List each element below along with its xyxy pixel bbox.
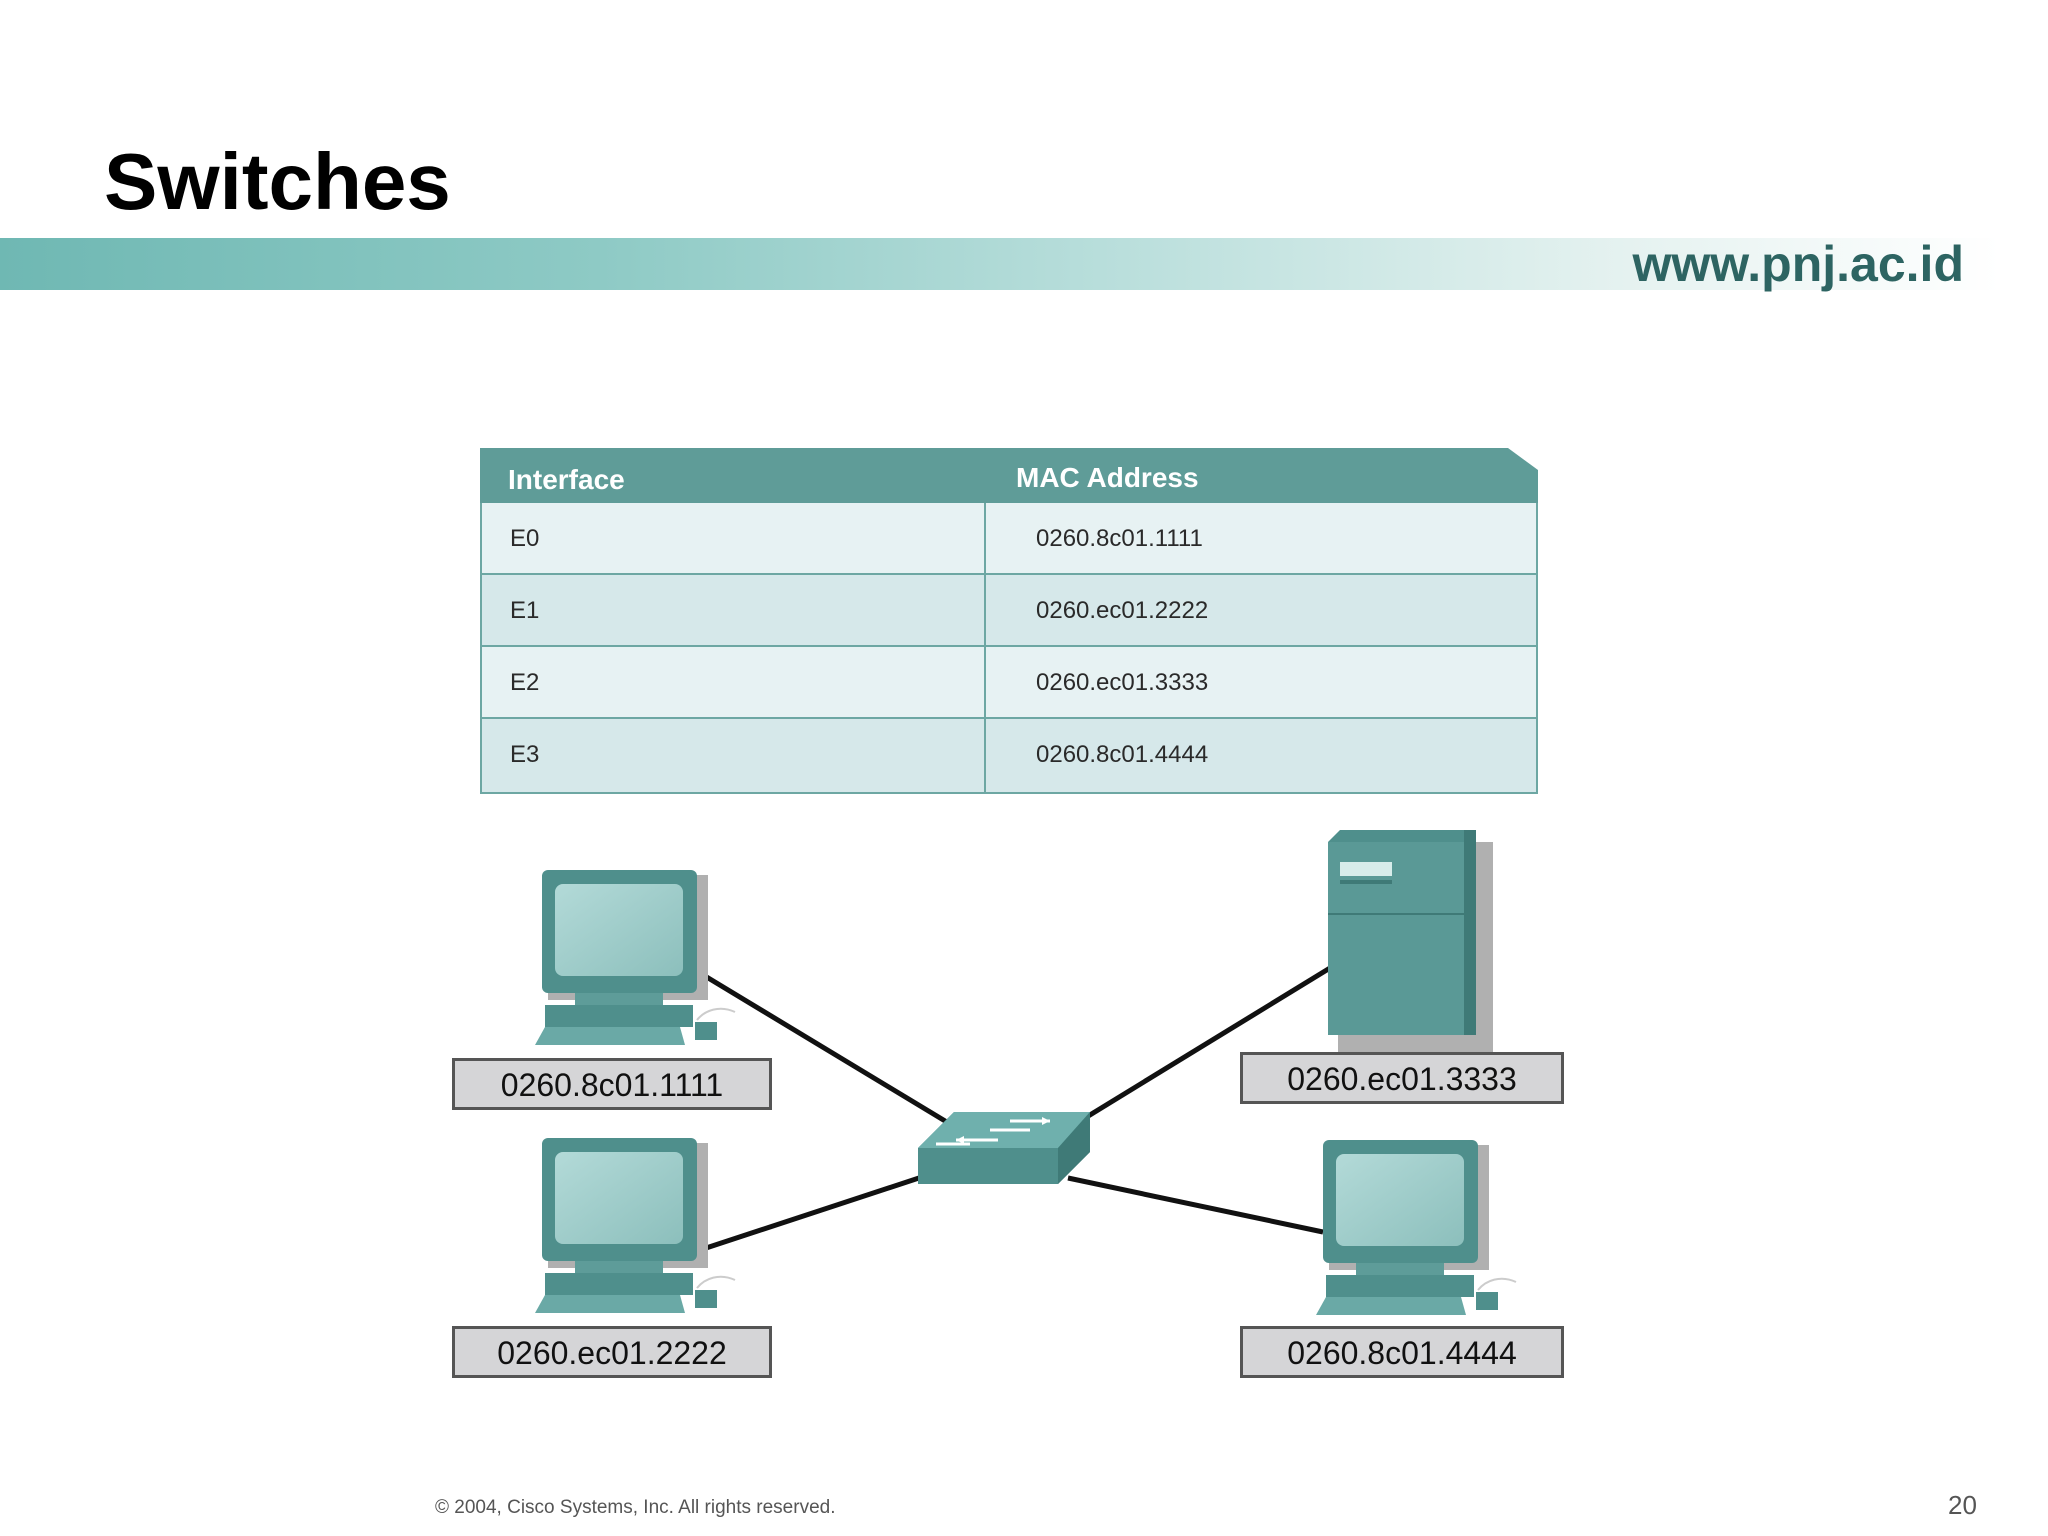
mac-cell: 0260.ec01.3333: [1036, 669, 1209, 696]
page-number: 20: [1948, 1490, 1977, 1520]
address-label: 0260.ec01.3333: [1240, 1052, 1564, 1104]
address-label: 0260.8c01.1111: [452, 1058, 772, 1110]
table-header: Interface MAC Address: [480, 448, 1538, 503]
column-divider: [984, 503, 986, 794]
mac-address-table: Interface MAC Address E0 0260.8c01.1111 …: [480, 448, 1538, 794]
site-url: www.pnj.ac.id: [1632, 236, 1964, 292]
server-icon: [1328, 830, 1493, 1052]
switch-icon: [918, 1112, 1090, 1184]
interface-cell: E0: [510, 525, 540, 552]
network-cables: [693, 965, 1332, 1253]
interface-cell: E3: [510, 741, 540, 768]
mac-cell: 0260.ec01.2222: [1036, 597, 1209, 624]
table-row: E0 0260.8c01.1111: [482, 503, 1536, 575]
header-interface: Interface: [508, 464, 625, 495]
cable-line: [693, 967, 962, 1133]
table-row: E2 0260.ec01.3333: [482, 647, 1536, 719]
title-band: [0, 238, 2000, 290]
address-label: 0260.ec01.2222: [452, 1326, 772, 1378]
address-label: 0260.8c01.4444: [1240, 1326, 1564, 1378]
workstation-icon: [1316, 1140, 1517, 1315]
interface-cell: E2: [510, 669, 540, 696]
table-row: E3 0260.8c01.4444: [482, 719, 1536, 792]
mac-cell: 0260.8c01.1111: [1036, 525, 1203, 552]
mac-cell: 0260.8c01.4444: [1036, 741, 1209, 768]
table-body: E0 0260.8c01.1111 E1 0260.ec01.2222 E2 0…: [480, 503, 1538, 794]
cable-line: [699, 1173, 926, 1253]
cable-line: [1083, 965, 1332, 1121]
cable-line: [1067, 1175, 1324, 1235]
interface-cell: E1: [510, 597, 540, 624]
table-row: E1 0260.ec01.2222: [482, 575, 1536, 647]
workstation-icon: [535, 1138, 736, 1313]
header-mac-address: MAC Address: [1016, 462, 1199, 493]
footer-copyright: © 2004, Cisco Systems, Inc. All rights r…: [435, 1497, 836, 1518]
workstation-icon: [535, 870, 736, 1045]
slide-title: Switches: [104, 137, 451, 226]
